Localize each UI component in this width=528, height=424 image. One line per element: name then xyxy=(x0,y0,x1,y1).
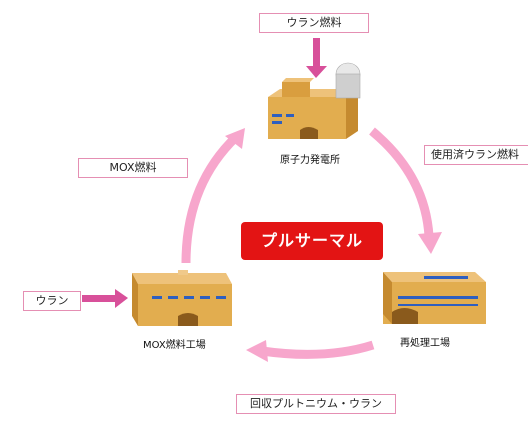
reprocessing-plant-caption: 再処理工場 xyxy=(400,338,450,349)
mox-plant-caption: MOX燃料工場 xyxy=(143,340,206,351)
arrow-mox-to-plant xyxy=(181,133,240,264)
arrowhead-reprocessing-to-mox xyxy=(246,340,268,362)
reprocessing-plant-building xyxy=(383,272,486,324)
arrowhead-plant-to-reprocessing xyxy=(418,232,442,254)
arrow-reprocessing-to-mox xyxy=(261,340,375,359)
mox-fuel-label: MOX燃料 xyxy=(78,158,188,178)
arrow-plant-to-reprocessing xyxy=(369,127,434,237)
arrowhead-mox-to-plant xyxy=(225,128,245,149)
recovered-plutonium-uranium-label: 回収プルトニウム・ウラン xyxy=(236,394,396,414)
cycle-arrows xyxy=(181,127,434,359)
cycle-title-badge: プルサーマル xyxy=(241,222,383,260)
input-arrow-uranium-fuel xyxy=(306,38,327,78)
power-plant-caption: 原子力発電所 xyxy=(280,155,340,166)
power-plant-building xyxy=(268,62,361,139)
mox-plant-building xyxy=(132,270,232,326)
input-arrow-uranium xyxy=(82,289,128,308)
uranium-fuel-label: ウラン燃料 xyxy=(259,13,369,33)
spent-uranium-fuel-label: 使用済ウラン燃料 xyxy=(424,145,528,165)
cycle-arrowheads xyxy=(225,128,442,362)
uranium-label: ウラン xyxy=(23,291,81,311)
